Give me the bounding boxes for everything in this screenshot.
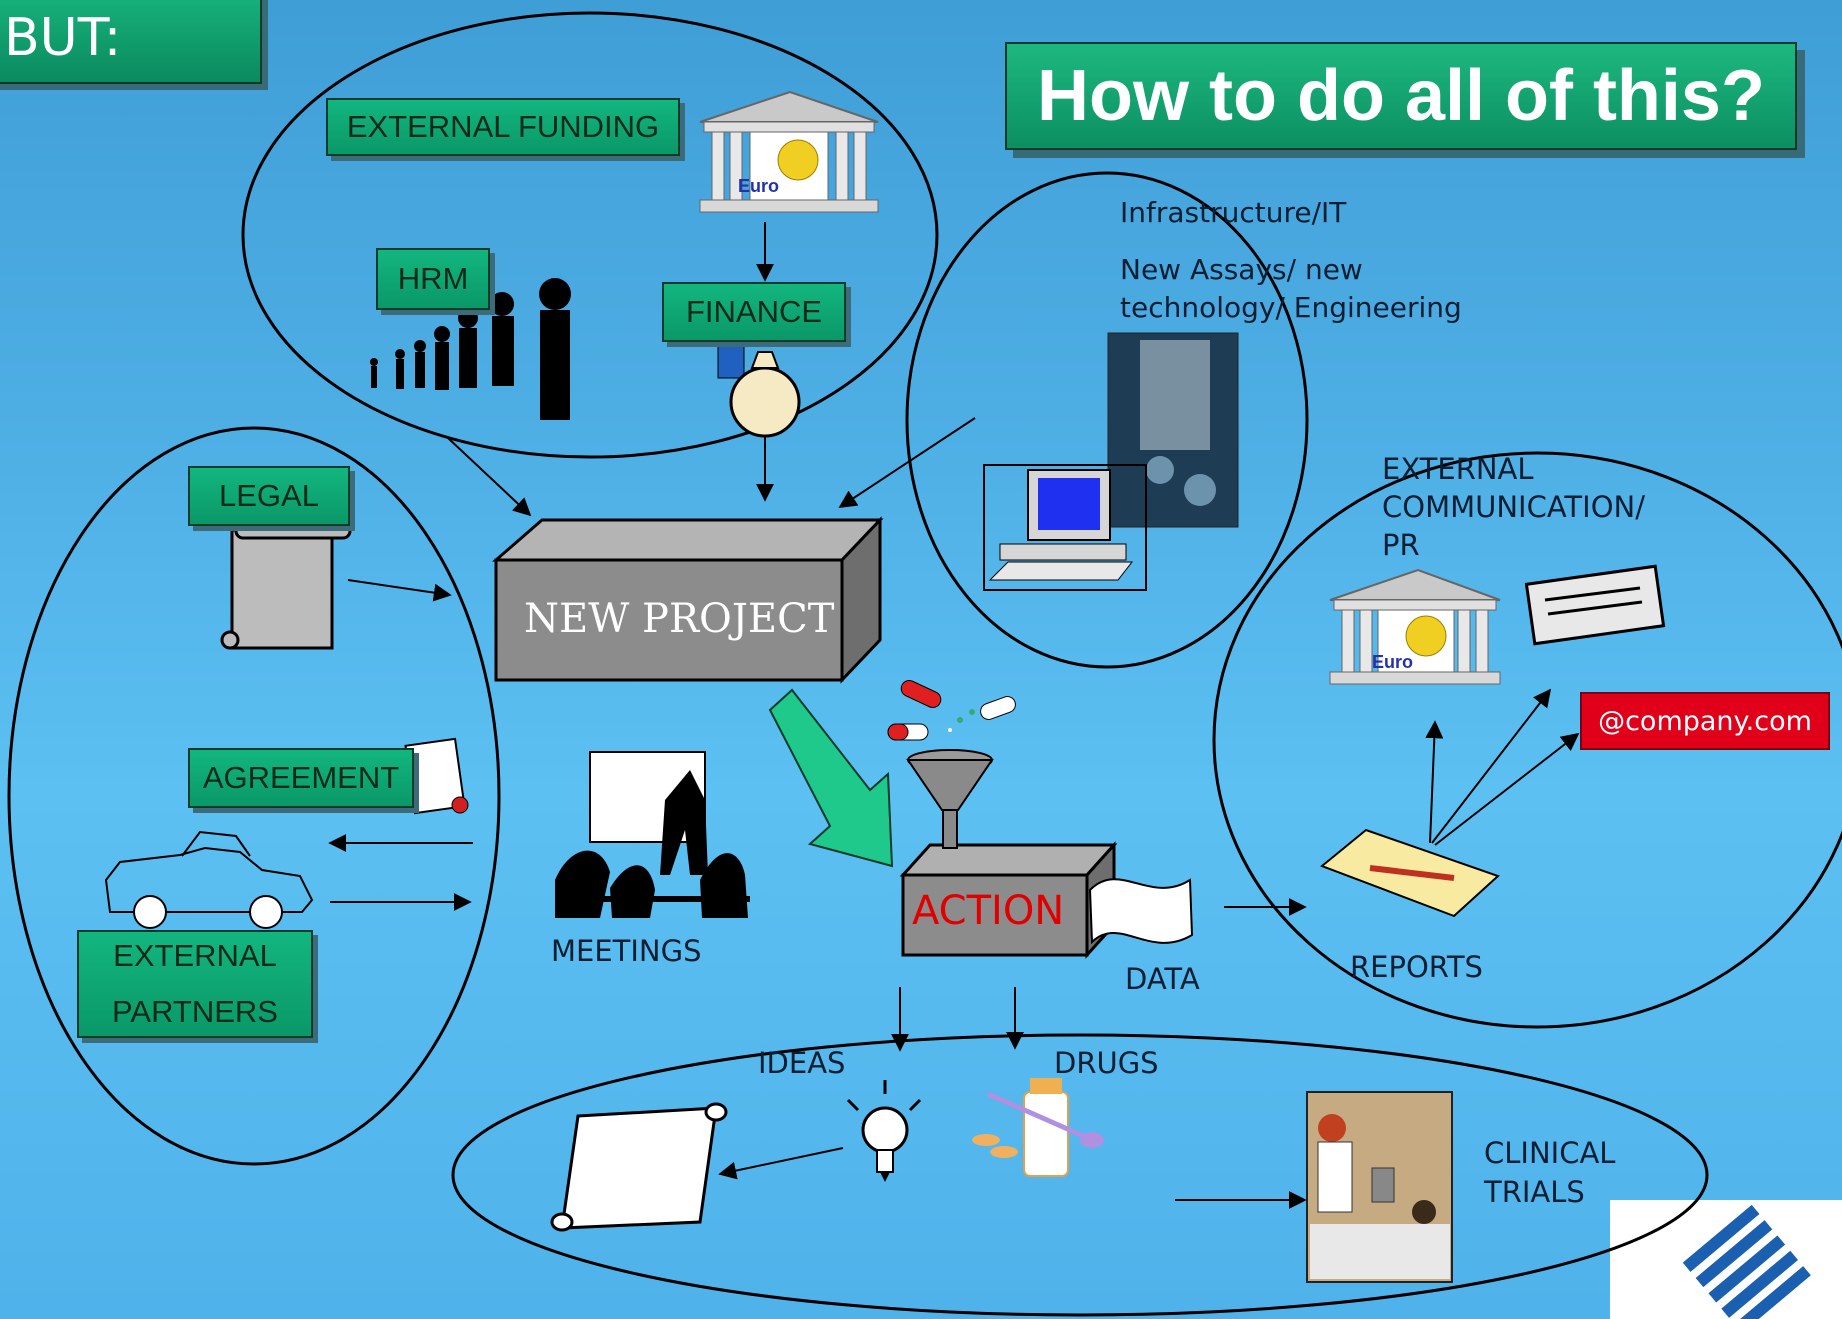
medicine-icon [972,1078,1104,1177]
money-bag-icon [717,341,801,438]
green-arrow-icon [768,688,894,868]
euro-label-2: Euro [1372,652,1413,672]
meeting-icon [555,751,750,918]
car-icon [104,830,314,929]
patient-icon [1306,1091,1453,1283]
connector-arrows [328,222,1580,1209]
external-partners-line-1: EXTERNAL [113,938,277,973]
action-label: ACTION [912,888,1065,934]
euro-label-1: Euro [738,176,779,196]
reports-label: REPORTS [1350,950,1483,984]
funnel-icon [906,749,994,849]
eu-logo-icon [1682,1204,1811,1319]
infrastructure-label: Infrastructure/IT [1120,196,1347,229]
certificate-icon [404,737,469,815]
it-ellipse [905,171,1309,669]
data-label: DATA [1125,962,1200,996]
page-title: How to do all of this? [1005,42,1797,150]
ext-comm-label-3: PR [1382,528,1420,562]
funding-ellipse [241,11,939,459]
hrm-label: HRM [376,248,490,310]
legal-label: LEGAL [188,466,350,526]
clinical-label-1: CLINICAL [1484,1136,1616,1170]
blank-scroll-icon [550,1102,728,1232]
external-funding-label: EXTERNAL FUNDING [326,98,680,156]
agreement-label: AGREEMENT [188,748,414,808]
scroll-icon [220,522,352,650]
pills-icon [887,680,1016,741]
ideas-label: IDEAS [758,1046,846,1080]
ext-comm-label-1: EXTERNAL [1382,452,1534,486]
bank-icon [1329,568,1501,685]
computer-icon [983,464,1147,591]
new-project-box [491,516,884,684]
meetings-label: MEETINGS [551,934,702,968]
comm-ellipse [1212,451,1842,1029]
legal-ellipse [7,426,501,1166]
notepad-icon [1320,828,1500,918]
outcomes-ellipse [451,1033,1709,1317]
external-partners-label: EXTERNAL PARTNERS [77,930,313,1038]
assays-label-2: technology/ Engineering [1120,291,1462,324]
clinical-label-2: TRIALS [1484,1175,1585,1209]
newspaper-icon [1524,564,1666,646]
drugs-label: DRUGS [1054,1046,1159,1080]
finance-label: FINANCE [662,282,846,342]
lightbulb-icon [846,1080,922,1182]
bank-icon [699,90,879,213]
external-partners-line-2: PARTNERS [112,994,278,1029]
email-badge[interactable]: @company.com [1580,692,1830,750]
assays-label-1: New Assays/ new [1120,253,1363,286]
ext-comm-label-2: COMMUNICATION/ [1382,490,1645,524]
data-flag-icon [1088,878,1194,945]
people-icon [370,278,571,420]
new-project-label: NEW PROJECT [524,596,835,642]
corner-label: BUT: [0,0,262,84]
